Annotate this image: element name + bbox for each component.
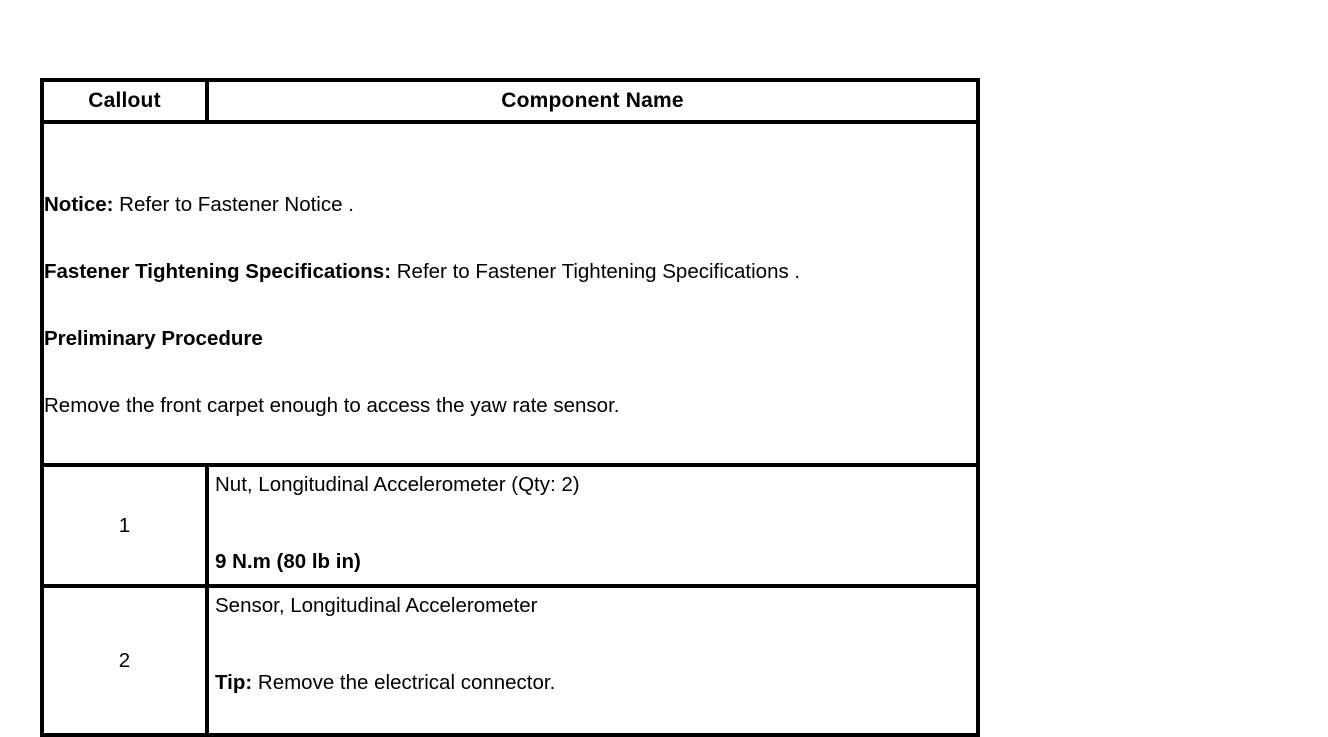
component-gap-2 — [215, 620, 972, 673]
tip-label: Tip: — [215, 671, 253, 694]
component-name-1: Nut, Longitudinal Accelerometer (Qty: 2) — [215, 473, 580, 496]
notice-line-preliminary-step: Remove the front carpet enough to access… — [44, 394, 976, 463]
component-gap-1 — [215, 499, 972, 552]
column-header-callout: Callout — [41, 79, 209, 124]
notice-line-fastener-spec: Fastener Tightening Specifications: Refe… — [44, 260, 976, 329]
torque-spec-1: 9 N.m (80 lb in) — [215, 550, 361, 573]
notice-cell: Notice: Refer to Fastener Notice . Faste… — [41, 121, 979, 466]
column-header-component-name: Component Name — [206, 79, 979, 124]
table-row: 1 Nut, Longitudinal Accelerometer (Qty: … — [41, 463, 979, 587]
notice-line-preliminary-heading: Preliminary Procedure — [44, 327, 976, 396]
table-header-row: Callout Component Name — [41, 79, 979, 124]
fastener-spec-label: Fastener Tightening Specifications: — [44, 260, 392, 283]
preliminary-procedure-heading: Preliminary Procedure — [44, 327, 263, 350]
notice-label: Notice: — [44, 193, 114, 216]
callout-number-2: 2 — [41, 584, 209, 736]
notice-line-fastener-notice: Notice: Refer to Fastener Notice . — [44, 193, 976, 262]
table-row: 2 Sensor, Longitudinal Accelerometer Tip… — [41, 584, 979, 736]
fastener-spec-text: Refer to Fastener Tightening Specificati… — [391, 260, 801, 283]
component-cell-2: Sensor, Longitudinal Accelerometer Tip: … — [206, 584, 979, 736]
preliminary-procedure-step: Remove the front carpet enough to access… — [44, 394, 620, 417]
notice-spacer — [44, 124, 976, 195]
tip-line-2: Tip: Remove the electrical connector. — [215, 671, 972, 697]
service-procedure-table: Callout Component Name Notice: Refer to … — [40, 78, 980, 737]
notice-block: Notice: Refer to Fastener Notice . Faste… — [44, 124, 976, 463]
callout-number-1: 1 — [41, 463, 209, 587]
notice-row: Notice: Refer to Fastener Notice . Faste… — [41, 121, 979, 466]
component-cell-1: Nut, Longitudinal Accelerometer (Qty: 2)… — [206, 463, 979, 587]
tip-text: Remove the electrical connector. — [252, 671, 556, 694]
component-name-2: Sensor, Longitudinal Accelerometer — [215, 594, 538, 617]
notice-text: Refer to Fastener Notice . — [113, 193, 354, 216]
